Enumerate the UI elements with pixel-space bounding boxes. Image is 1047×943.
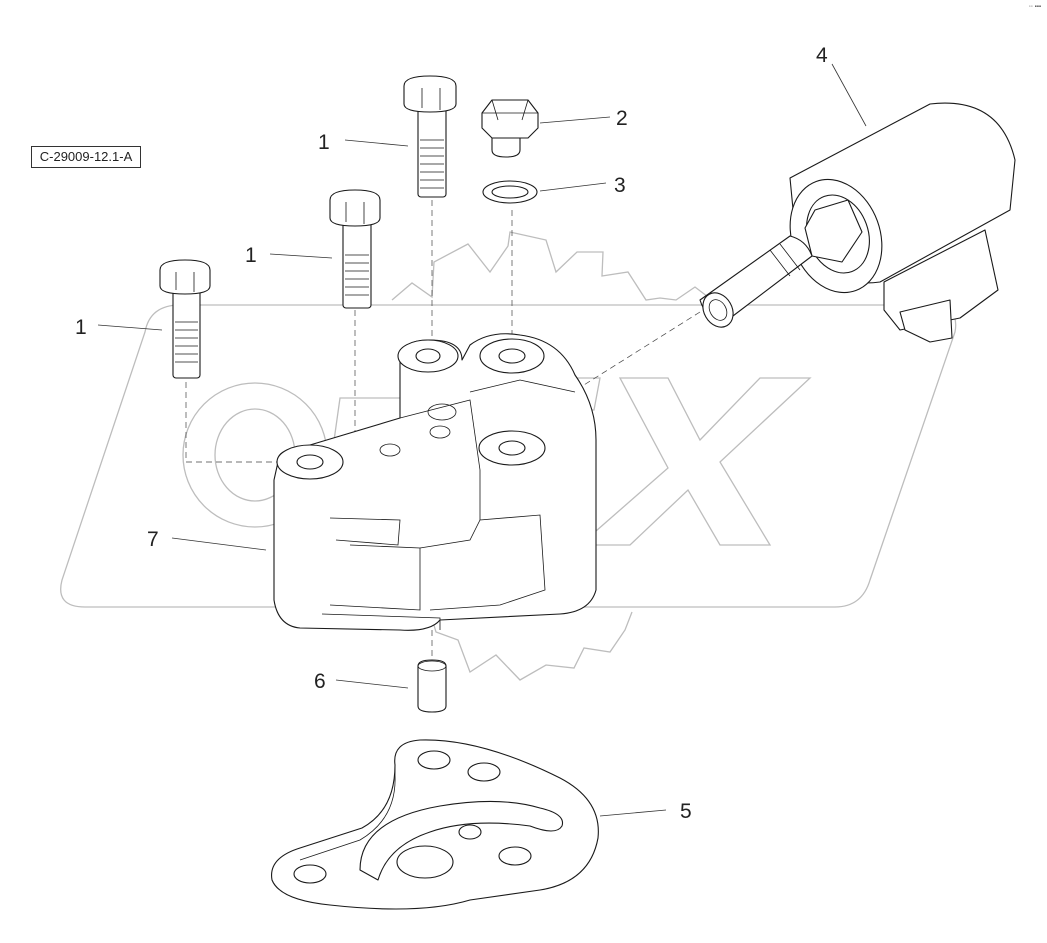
reference-code-label: C-29009-12.1-A: [31, 146, 141, 168]
dowel-pin: [417, 659, 447, 713]
valve-housing: [273, 333, 597, 631]
bolt-left: [159, 259, 211, 379]
callout-bolt-middle: 1: [245, 244, 257, 267]
bolt-top: [403, 75, 457, 198]
hex-plug: [481, 99, 539, 158]
callout-gasket: 5: [680, 800, 692, 823]
callout-bolt-top: 1: [318, 131, 330, 154]
callout-washer: 3: [614, 174, 626, 197]
callout-housing: 7: [147, 528, 159, 551]
solenoid-valve: [699, 102, 1016, 343]
callout-plug: 2: [616, 107, 628, 130]
callout-solenoid: 4: [816, 44, 828, 67]
corner-mark: ◦◦ ▪▪▪: [1028, 4, 1041, 10]
callout-pin: 6: [314, 670, 326, 693]
leader-lines: [97, 63, 867, 817]
sealing-washer: [482, 180, 538, 204]
gasket-plate: [271, 739, 599, 910]
callout-bolt-left: 1: [75, 316, 87, 339]
callouts: 1 1 1 2 3 4 5 6 7: [75, 44, 828, 823]
bolt-middle: [329, 189, 381, 309]
